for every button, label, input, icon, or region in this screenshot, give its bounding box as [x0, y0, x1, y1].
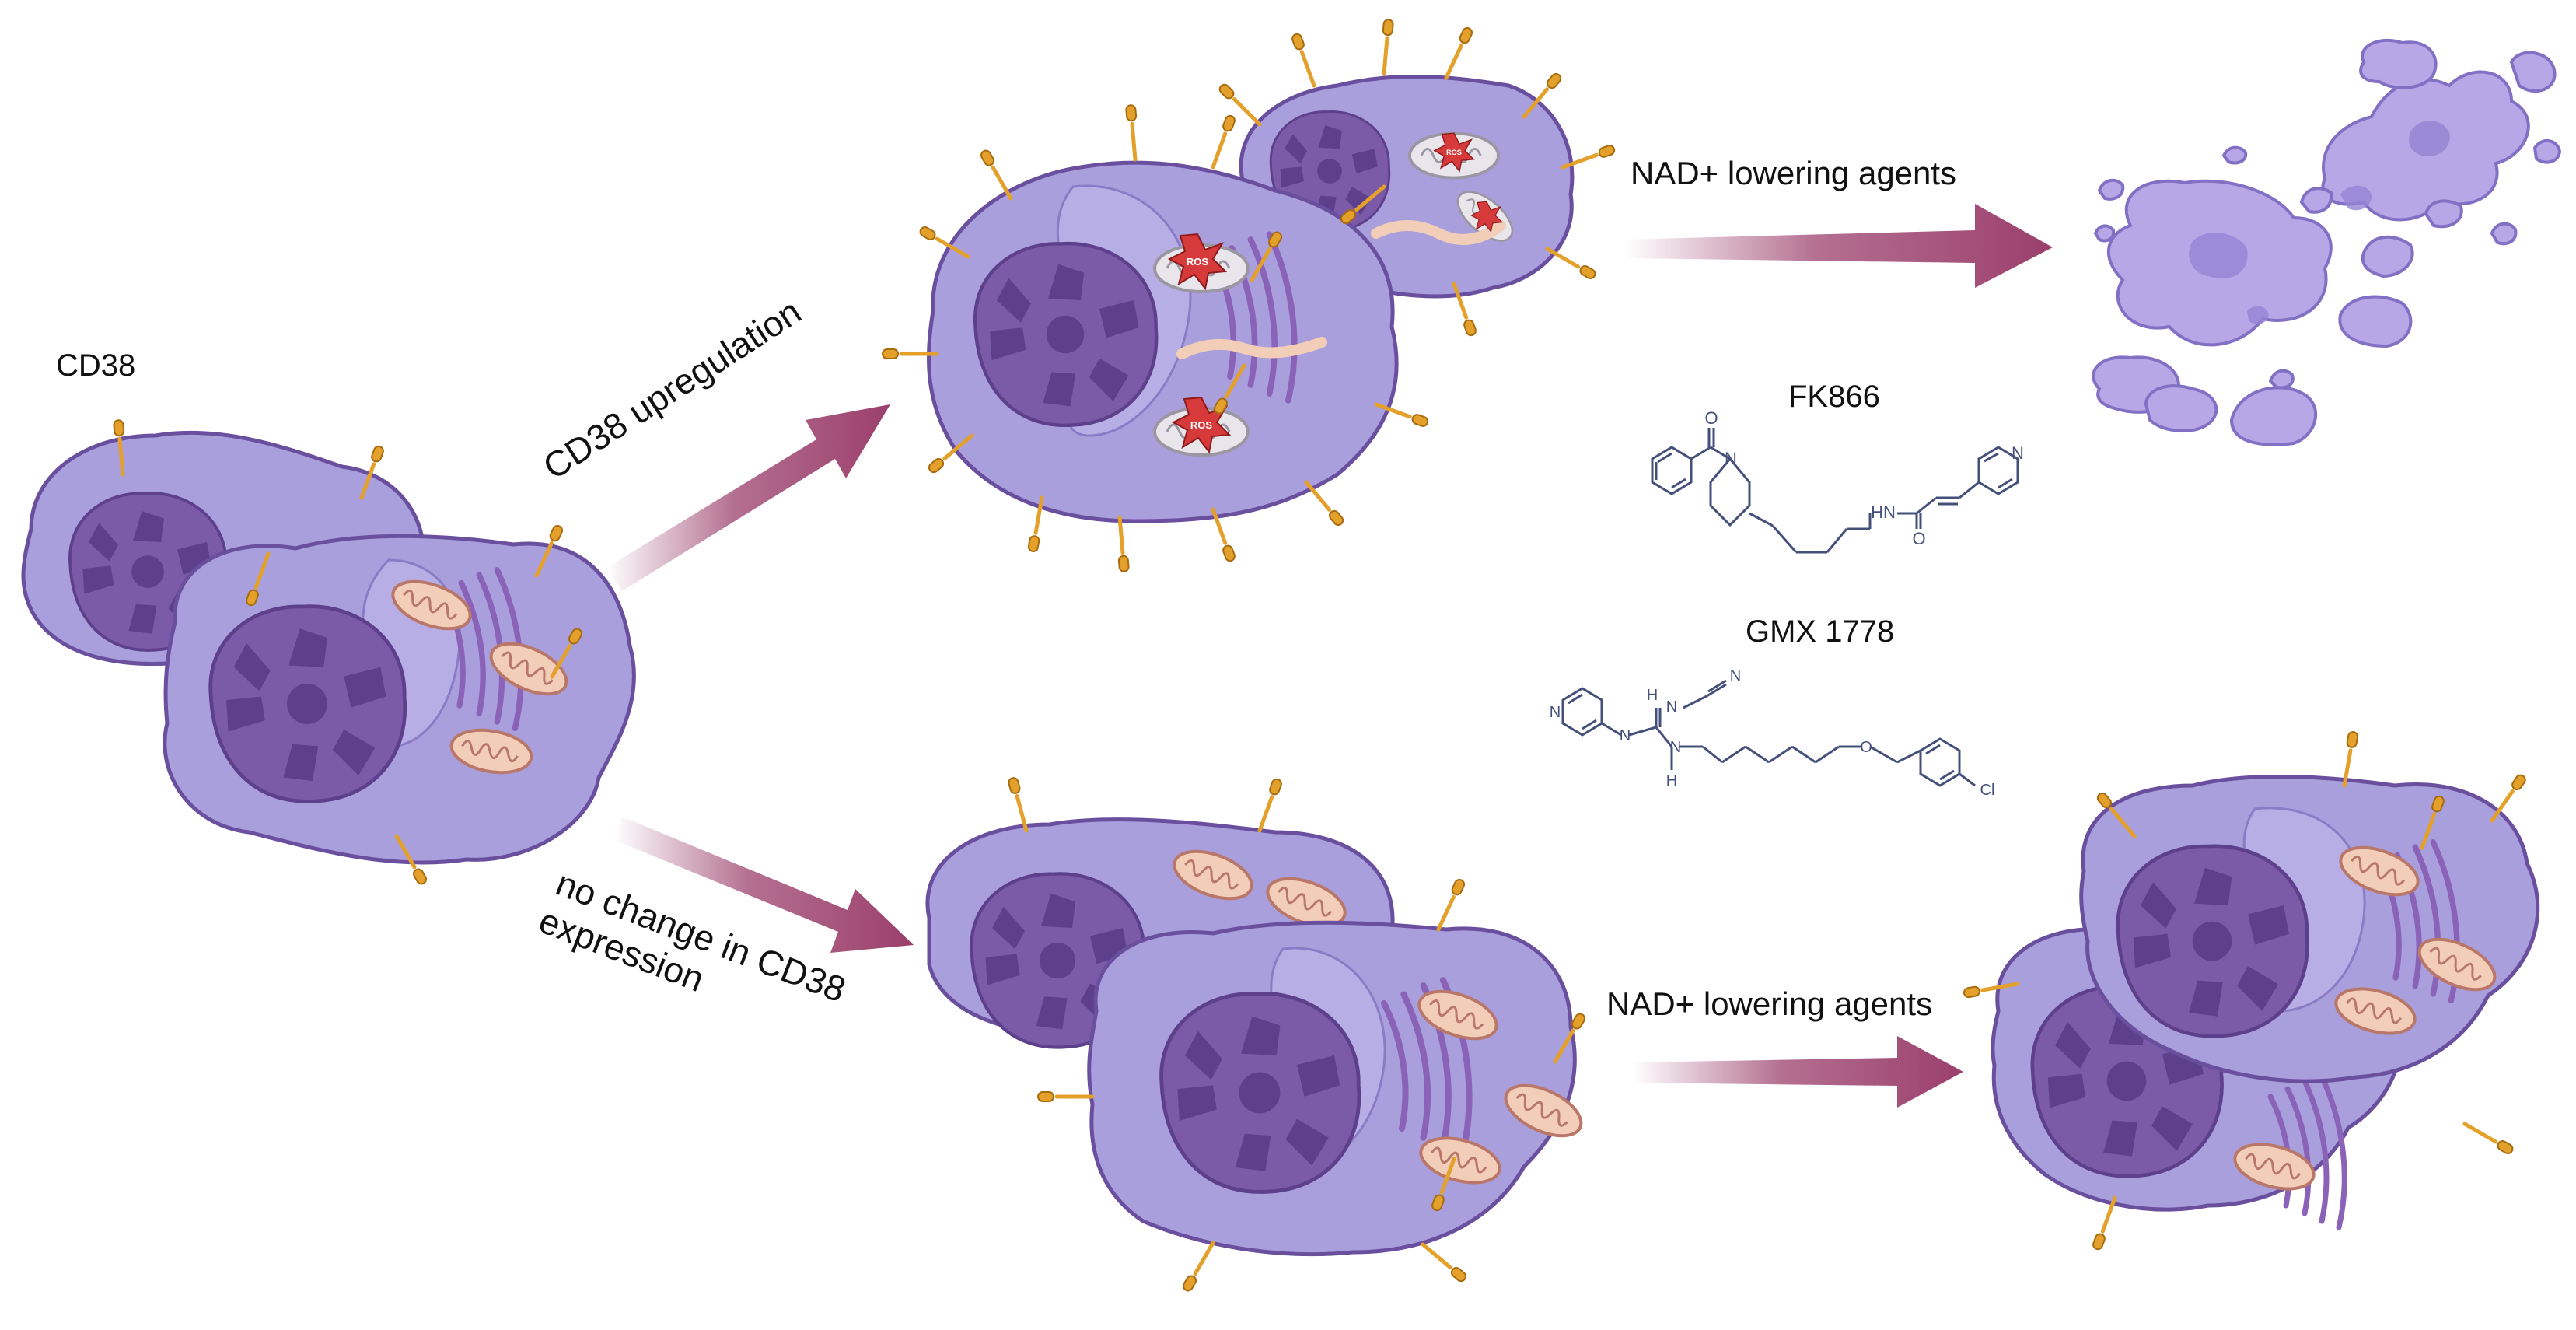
gmx-h-2: H	[1666, 772, 1677, 789]
surviving-cell-front	[2079, 774, 2540, 1083]
unchanged-cell-front	[1087, 920, 1591, 1257]
gmx-n-nitrile: N	[1730, 667, 1741, 684]
fk866-structure	[1651, 428, 2019, 554]
ros-label: ROS	[1187, 256, 1209, 268]
cell-death-debris	[2092, 38, 2562, 446]
arrow-upregulation	[606, 404, 890, 591]
fk866-o-1: O	[1704, 408, 1718, 428]
fk866-o-2: O	[1912, 529, 1925, 548]
debris-inner-shading	[2189, 121, 2450, 324]
gmx-n-ring: N	[1550, 704, 1561, 721]
gmx-n-2: N	[1670, 739, 1681, 756]
gmx-o: O	[1860, 739, 1872, 756]
upregulation-label: CD38 upregulation	[536, 291, 808, 488]
nad-agents-top-label: NAD+ lowering agents	[1631, 155, 1956, 191]
ros-label: ROS	[1446, 149, 1462, 156]
fk866-atoms: O N HN O N	[1704, 408, 2024, 548]
fk866-hn: HN	[1871, 502, 1896, 522]
arrow-no-change	[614, 817, 914, 953]
left-cell-front	[163, 534, 636, 865]
gmx-n-1: N	[1666, 698, 1677, 716]
arrow-nad-bottom	[1633, 1036, 1963, 1108]
fk866-label: FK866	[1788, 380, 1880, 414]
gmx1778-structure	[1561, 679, 1976, 787]
gmx-n-imine: N	[1620, 727, 1631, 744]
upregulated-cell-front	[926, 160, 1506, 523]
arrow-nad-top	[1625, 204, 2053, 288]
ros-label: ROS	[1190, 419, 1213, 431]
gmx1778-label: GMX 1778	[1746, 614, 1894, 649]
cd38-label: CD38	[56, 348, 135, 383]
gmx1778-atoms: N N H N N H N O Cl	[1550, 667, 1995, 799]
fk866-n-1: N	[1725, 449, 1737, 468]
gmx-h-1: H	[1647, 687, 1658, 704]
gmx-cl: Cl	[1980, 782, 1995, 799]
fk866-n-2: N	[2012, 443, 2024, 463]
nad-agents-bottom-label: NAD+ lowering agents	[1606, 985, 1932, 1022]
